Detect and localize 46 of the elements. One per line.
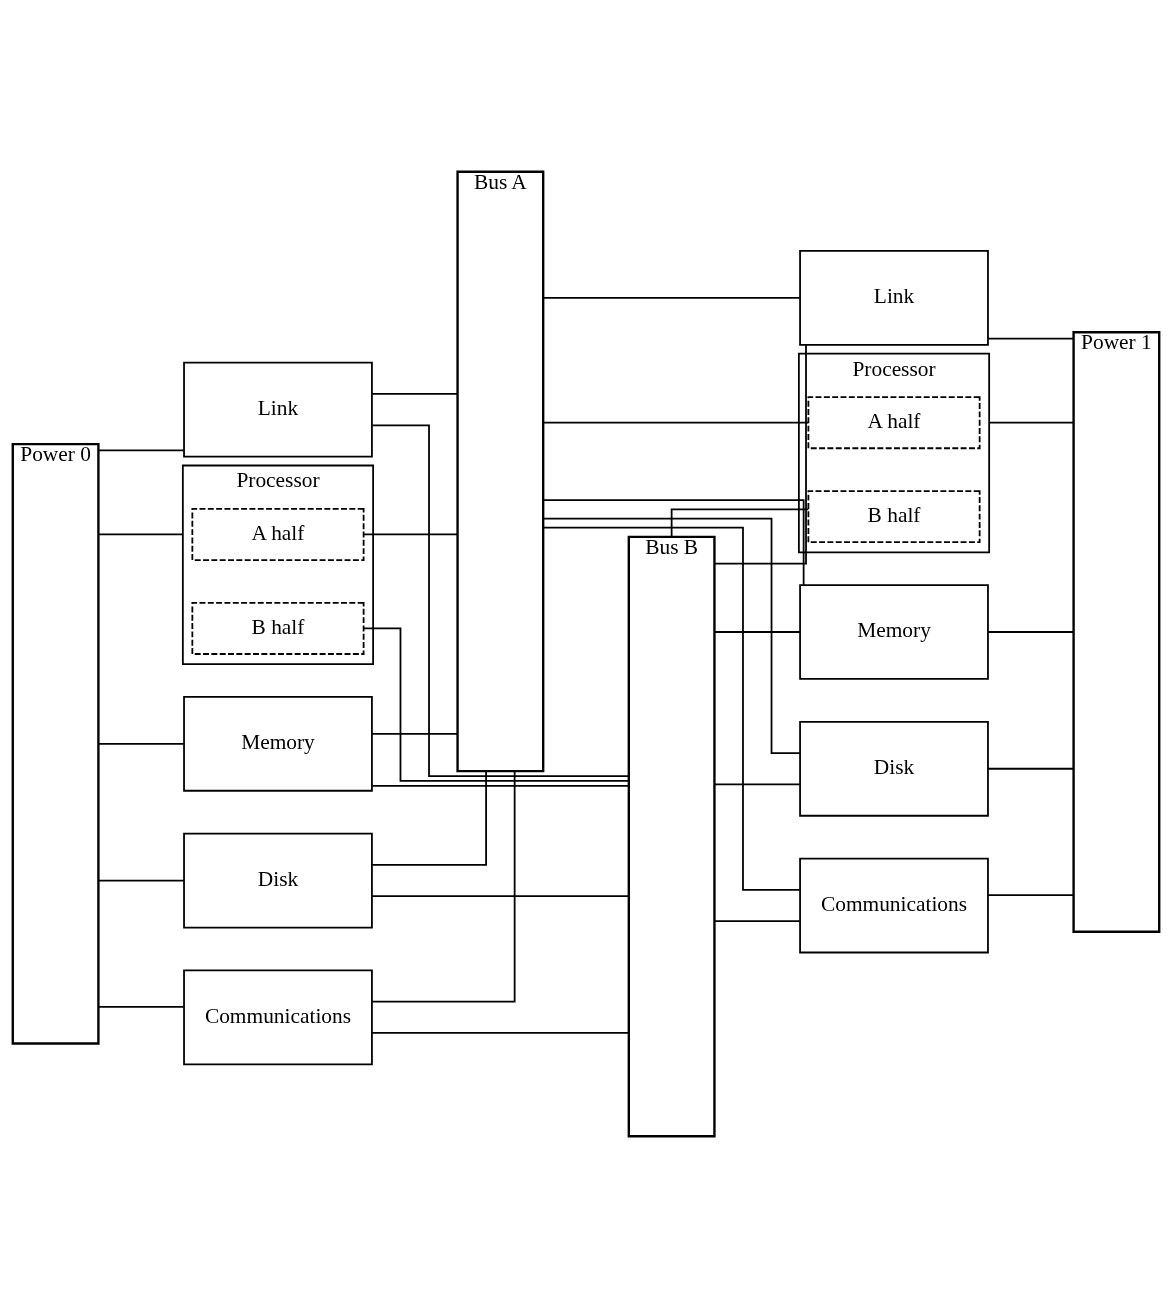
connector (97, 449, 185, 452)
connector (713, 920, 801, 923)
connector (542, 421, 809, 424)
connector (713, 344, 807, 565)
connector (542, 296, 801, 299)
node-box: A half (191, 508, 365, 561)
connector (670, 508, 810, 538)
connector (713, 783, 801, 786)
connector (987, 894, 1075, 896)
connector (97, 879, 185, 882)
node-box: B half (807, 490, 981, 544)
node-box: Link (183, 361, 373, 458)
connector (371, 770, 516, 1003)
connector (987, 631, 1075, 633)
connector (362, 627, 630, 782)
connector (371, 784, 630, 787)
connector (371, 1032, 630, 1034)
node-box: Link (799, 249, 989, 346)
node-box: Bus A (456, 170, 545, 773)
connector (371, 770, 487, 866)
connector (362, 533, 459, 536)
connector (97, 533, 184, 536)
node-box: Communications (799, 857, 989, 954)
connector (371, 393, 459, 395)
connector (542, 517, 801, 754)
node-box: Power 0 (11, 442, 100, 1045)
connector (987, 767, 1075, 770)
connector (542, 499, 805, 586)
node-box: Disk (799, 720, 989, 817)
node-box: Bus B (627, 535, 716, 1138)
connector (371, 895, 630, 898)
connector (713, 631, 801, 633)
connector (97, 1006, 185, 1008)
node-box: Power 1 (1072, 331, 1161, 933)
node-box: Memory (183, 695, 373, 792)
node-box: Communications (183, 969, 373, 1066)
node-box: B half (191, 601, 365, 655)
node-box: Disk (183, 832, 373, 929)
node-box: A half (807, 396, 981, 450)
connector (97, 742, 185, 745)
node-box: Memory (799, 584, 989, 680)
connector (987, 337, 1075, 340)
connector (371, 424, 630, 777)
connector (988, 421, 1075, 424)
connector (542, 526, 801, 891)
connector (371, 733, 459, 735)
